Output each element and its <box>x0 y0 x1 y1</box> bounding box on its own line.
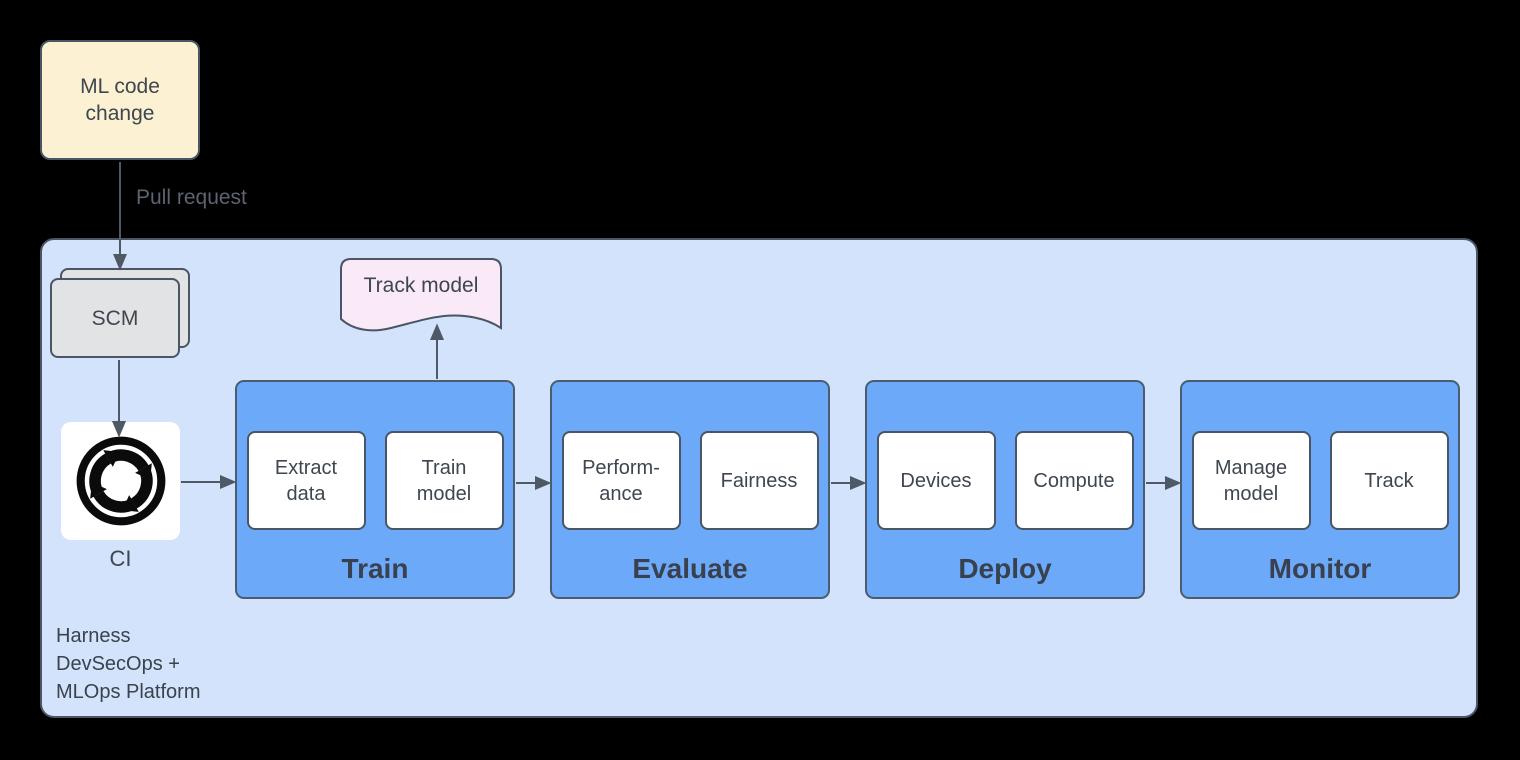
stage-deploy-items: Devices Compute <box>867 382 1143 530</box>
stage-item-extract-data: Extract data <box>246 431 366 530</box>
stage-monitor-items: Manage model Track <box>1182 382 1458 530</box>
node-ml-code-change: ML code change <box>40 40 200 160</box>
stage-evaluate-title: Evaluate <box>632 553 748 584</box>
stage-item-performance: Perform- ance <box>561 431 681 530</box>
stage-monitor-title: Monitor <box>1268 553 1372 584</box>
stage-item-train-model: Train model <box>384 431 504 530</box>
ci-circular-sync-arrows-icon <box>76 436 165 526</box>
node-scm: SCM <box>50 278 180 358</box>
node-track-model-document-shape <box>340 258 502 332</box>
stage-monitor: Manage model Track Monitor <box>1180 380 1460 599</box>
stage-item-compute: Compute <box>1014 431 1134 530</box>
stage-train-items: Extract data Train model <box>237 382 513 530</box>
stage-evaluate-items: Perform- ance Fairness <box>552 382 828 530</box>
edge-label-pull-request: Pull request <box>136 186 247 209</box>
platform-label: Harness DevSecOps + MLOps Platform <box>56 625 201 703</box>
stage-item-devices: Devices <box>876 431 996 530</box>
stage-train-title: Train <box>341 553 409 584</box>
node-ci <box>61 422 180 540</box>
stage-evaluate: Perform- ance Fairness Evaluate <box>550 380 830 599</box>
stage-deploy: Devices Compute Deploy <box>865 380 1145 599</box>
stage-item-track: Track <box>1329 431 1449 530</box>
node-ci-label: CI <box>109 546 132 571</box>
stage-deploy-title: Deploy <box>958 553 1052 584</box>
stage-item-manage-model: Manage model <box>1191 431 1311 530</box>
node-track-model-label: Track model <box>363 274 479 297</box>
stage-train: Extract data Train model Train <box>235 380 515 599</box>
stage-item-fairness: Fairness <box>699 431 819 530</box>
